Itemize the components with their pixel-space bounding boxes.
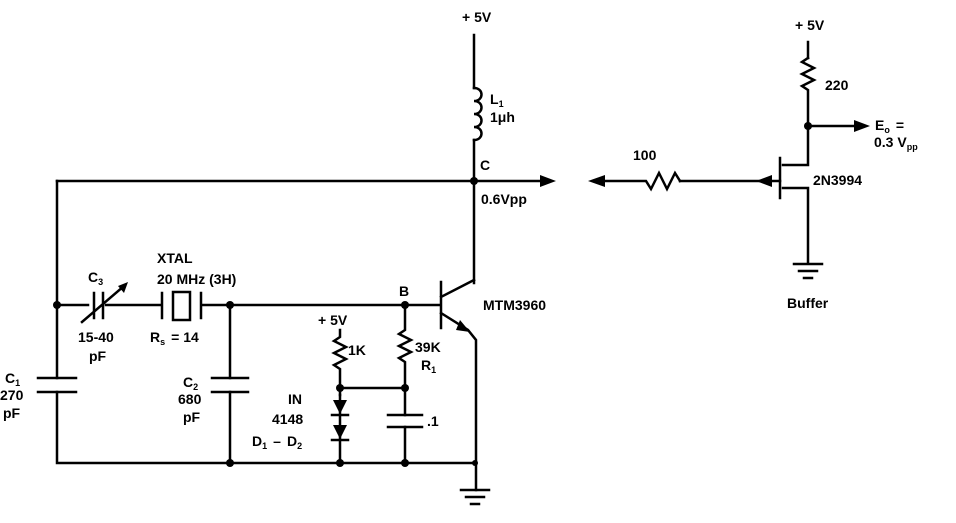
xtal-label: XTAL	[157, 250, 193, 266]
capacitor-bypass	[386, 413, 424, 429]
bypass-cap-value: .1	[427, 413, 439, 429]
capacitor-c1	[36, 376, 78, 394]
r1-label: R1	[421, 357, 436, 375]
c2-value: 680	[178, 391, 202, 407]
c3-label: C3	[88, 269, 103, 287]
resistor-1k	[331, 328, 349, 397]
c3-unit: pF	[89, 348, 107, 364]
c1-unit: pF	[3, 405, 21, 421]
xtal-rs: Rs= 14	[150, 329, 199, 347]
ground-icon	[459, 488, 491, 506]
output-level: 0.6Vpp	[481, 191, 527, 207]
supply-label: + 5V	[462, 9, 492, 25]
xtal-freq: 20 MHz (3H)	[157, 271, 236, 287]
diode-type-line2: 4148	[272, 411, 303, 427]
fet-label: 2N3994	[813, 172, 862, 188]
diode-type-line1: IN	[288, 391, 302, 407]
c1-value: 270	[0, 387, 24, 403]
buffer-label: Buffer	[787, 295, 829, 311]
r-1k-label: 1K	[348, 342, 366, 358]
capacitor-c2	[210, 376, 250, 394]
inductor-label: L1	[490, 91, 504, 109]
c1-label: C1	[5, 370, 20, 388]
inductor-value: 1μh	[490, 109, 515, 125]
c2-unit: pF	[183, 409, 201, 425]
crystal-xtal	[160, 291, 203, 320]
eo-value: 0.3 Vpp	[874, 134, 918, 152]
transistor-label: MTM3960	[483, 297, 546, 313]
node-b-label: B	[399, 283, 409, 299]
eo-arrow	[854, 120, 870, 132]
buffer-supply-label: + 5V	[795, 17, 825, 33]
output-arrow	[540, 175, 556, 187]
r-drain-label: 220	[825, 77, 849, 93]
transistor-mtm3960	[439, 278, 478, 492]
node-c-label: C	[480, 157, 490, 173]
r-gate-label: 100	[633, 147, 657, 163]
capacitor-c3	[80, 284, 126, 324]
resistor-r1	[396, 303, 414, 465]
eo-label: Eo=	[875, 117, 904, 135]
c3-value: 15-40	[78, 329, 114, 345]
resistor-220	[781, 56, 817, 167]
inductor-l1	[472, 86, 483, 142]
r1-value: 39K	[415, 339, 441, 355]
bias-supply-label: + 5V	[318, 312, 348, 328]
diode-label: D1–D2	[252, 433, 302, 451]
oscillator-wires	[36, 33, 556, 506]
fet-2n3994	[778, 156, 810, 264]
buffer-wires	[588, 40, 870, 280]
c2-label: C2	[183, 374, 198, 392]
resistor-100	[603, 170, 682, 192]
ground-icon	[792, 262, 824, 280]
